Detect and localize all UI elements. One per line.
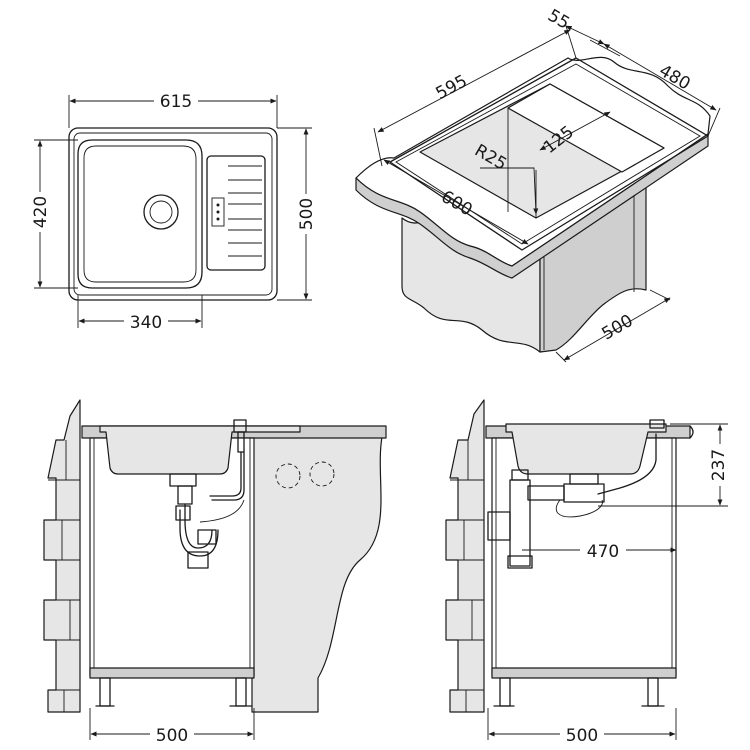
drain-hole (143, 194, 179, 230)
dim-500-iso: 500 (598, 311, 636, 345)
dim-340: 340 (130, 313, 162, 333)
dim-420: 420 (31, 196, 51, 228)
front-view: 500 (43, 399, 387, 746)
dim-500-top: 500 (297, 198, 317, 230)
iso-view: 595 55 480 125 R25 600 500 (355, 6, 721, 363)
sink-outline (68, 127, 278, 301)
overflow-slot (211, 197, 225, 227)
top-view: 615 500 420 340 (30, 90, 317, 333)
dim-500-side: 500 (566, 726, 598, 746)
front-cabinet (89, 437, 255, 677)
countertop-right (251, 427, 385, 713)
brick-wall-side (445, 399, 485, 713)
pipe-opening-1 (275, 463, 301, 489)
dim-470: 470 (587, 542, 619, 562)
dim-237: 237 (709, 449, 729, 481)
pipe-opening-2 (309, 461, 335, 487)
front-sink-bowl (99, 425, 301, 475)
bowl-outline (77, 139, 203, 289)
dim-615: 615 (160, 92, 192, 112)
dim-595: 595 (433, 71, 471, 104)
side-view: 237 470 500 (445, 399, 729, 746)
side-sink-bowl (505, 423, 667, 475)
drainer (206, 155, 266, 271)
dim-500-front: 500 (156, 726, 188, 746)
dim-55: 55 (544, 6, 573, 34)
